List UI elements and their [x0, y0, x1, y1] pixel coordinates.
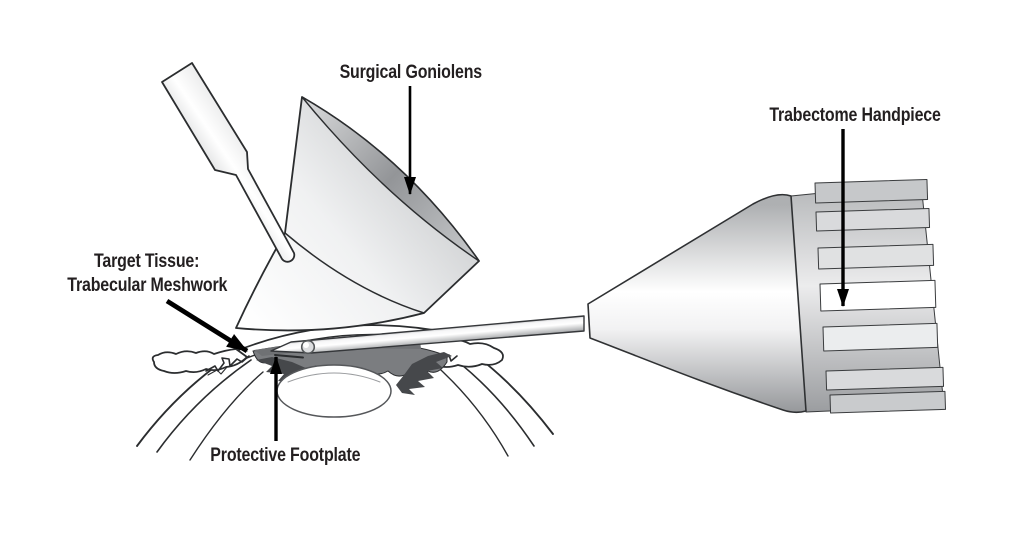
label-target-tissue-line2: Trabecular Meshwork	[67, 274, 228, 296]
grip-bar	[819, 279, 937, 312]
grip-bar	[825, 366, 945, 391]
label-trabectome-handpiece-text: Trabectome Handpiece	[769, 105, 941, 126]
label-protective-footplate-text: Protective Footplate	[209, 445, 361, 466]
schlemm-canal-left-inner	[207, 366, 228, 376]
grip-bar	[822, 322, 939, 352]
trabectome-handpiece	[587, 178, 947, 414]
lens-inner-arc	[287, 372, 381, 383]
label-surgical-goniolens-text: Surgical Goniolens	[339, 62, 483, 83]
grip-bar	[815, 207, 931, 232]
label-protective-footplate: Protective Footplate	[195, 444, 375, 468]
choroid-right	[430, 360, 509, 457]
handpiece-nose-cone	[587, 193, 807, 414]
aspiration-port-highlight	[303, 342, 309, 348]
goniolens-top-rim	[301, 96, 480, 262]
label-trabectome-handpiece: Trabectome Handpiece	[753, 104, 941, 128]
ciliary-process-right	[396, 352, 452, 395]
goniolens-crease	[284, 232, 425, 314]
grip-bar	[829, 390, 947, 414]
label-target-tissue: Target Tissue: Trabecular Meshwork	[52, 250, 242, 298]
choroid-left	[189, 371, 264, 461]
limbus-left	[151, 348, 248, 374]
goniolens	[235, 96, 480, 332]
grip-bar	[817, 243, 935, 270]
sclera-left-inner	[156, 359, 252, 453]
label-target-tissue-line1: Target Tissue:	[94, 251, 200, 272]
grip-bar	[814, 178, 929, 204]
schlemm-canal-left	[205, 355, 250, 372]
target-tissue-arrow	[165, 298, 249, 354]
handpiece-grip-bars	[814, 178, 947, 414]
label-surgical-goniolens: Surgical Goniolens	[321, 61, 501, 85]
footplate-shadow-line	[274, 354, 304, 359]
trabectome-probe	[270, 315, 585, 359]
irrigation-instrument	[161, 62, 296, 263]
annotation-arrows	[165, 86, 849, 441]
